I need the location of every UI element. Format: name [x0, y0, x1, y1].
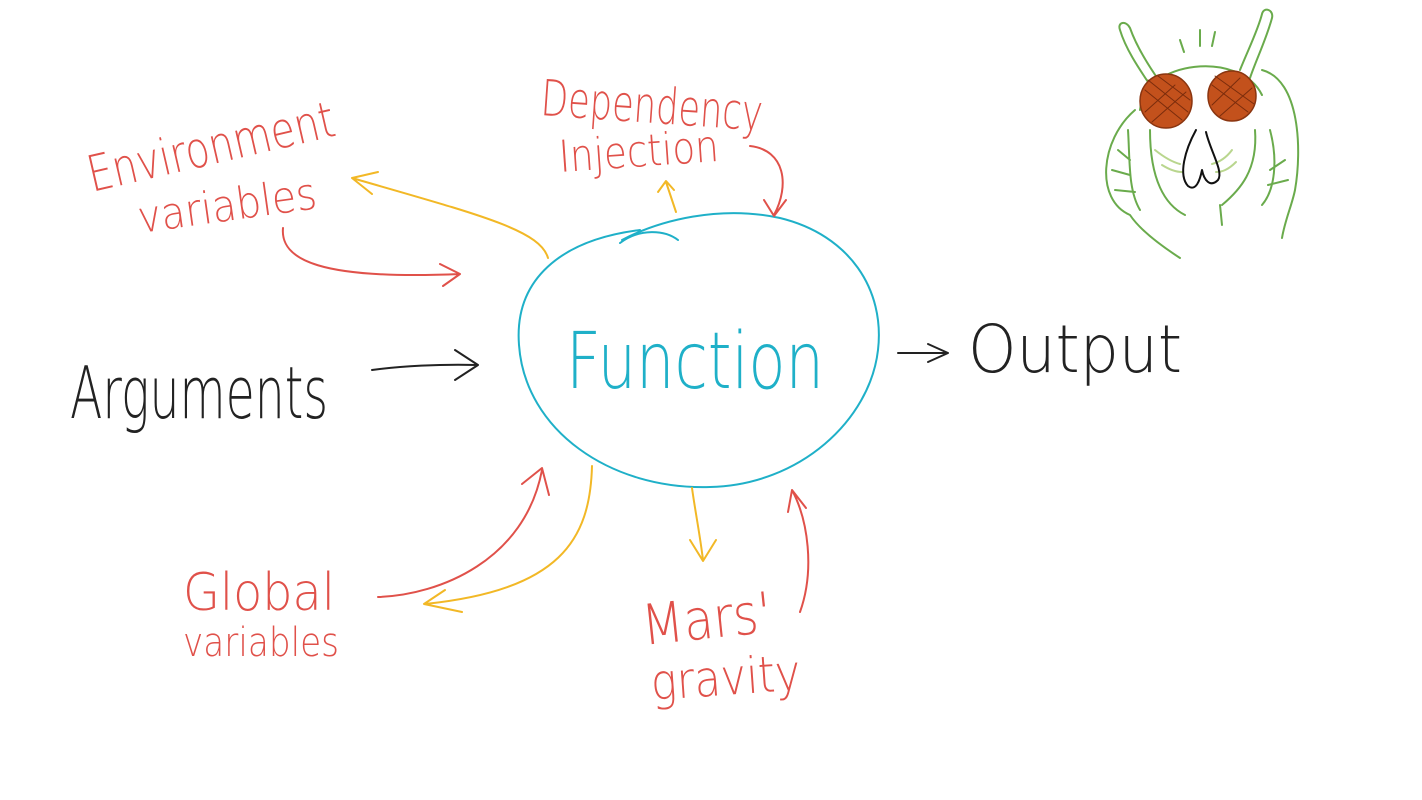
global-variables-line-2: variables — [183, 620, 339, 666]
global-variables-node: Global variables — [183, 465, 593, 666]
moth-wing-left — [1105, 109, 1181, 259]
mars-gravity-input-arrow — [787, 489, 810, 613]
moth-wing-right — [1261, 69, 1300, 239]
moth-eye-left — [1139, 73, 1193, 129]
global-variables-line-1: Global — [183, 563, 335, 623]
global-variables-input-arrow — [377, 467, 550, 598]
dependency-injection-input-arrow — [749, 145, 787, 217]
environment-variables-node: Environment variables — [82, 90, 549, 287]
environment-variables-output-arrow — [351, 171, 549, 259]
moth-antenna-left — [1118, 22, 1161, 89]
moth-body — [1149, 129, 1257, 226]
function-label: Function — [566, 317, 824, 407]
output-arrow — [897, 343, 949, 363]
arguments-label: Arguments — [70, 351, 328, 435]
moth-eye-right — [1207, 70, 1257, 122]
dependency-injection-output-arrow — [657, 180, 677, 213]
output-node: Output — [897, 311, 1182, 388]
output-label: Output — [968, 311, 1182, 388]
mars-gravity-line-1: Mars' — [639, 581, 775, 659]
moth-chest-lines — [1154, 149, 1237, 173]
moth-eye-pattern — [1144, 75, 1255, 123]
environment-variables-input-arrow — [281, 227, 461, 287]
moth-doodle-icon — [1105, 8, 1300, 259]
dependency-injection-line-2: Injection — [557, 121, 720, 183]
mars-gravity-node: Mars' gravity — [639, 487, 810, 712]
moth-nose — [1182, 129, 1221, 189]
function-node: Function — [517, 212, 880, 489]
arguments-node: Arguments — [70, 349, 479, 435]
global-variables-output-arrow — [423, 465, 593, 613]
moth-antenna-right — [1239, 8, 1274, 79]
mars-gravity-line-2: gravity — [649, 644, 803, 712]
arguments-arrow — [371, 349, 479, 381]
mars-gravity-output-arrow — [689, 487, 717, 562]
moth-head-outline — [1139, 29, 1263, 111]
dependency-injection-node: Dependency Injection — [539, 69, 787, 217]
function-ellipse — [517, 212, 880, 489]
function-ellipse-overlap — [619, 231, 679, 244]
